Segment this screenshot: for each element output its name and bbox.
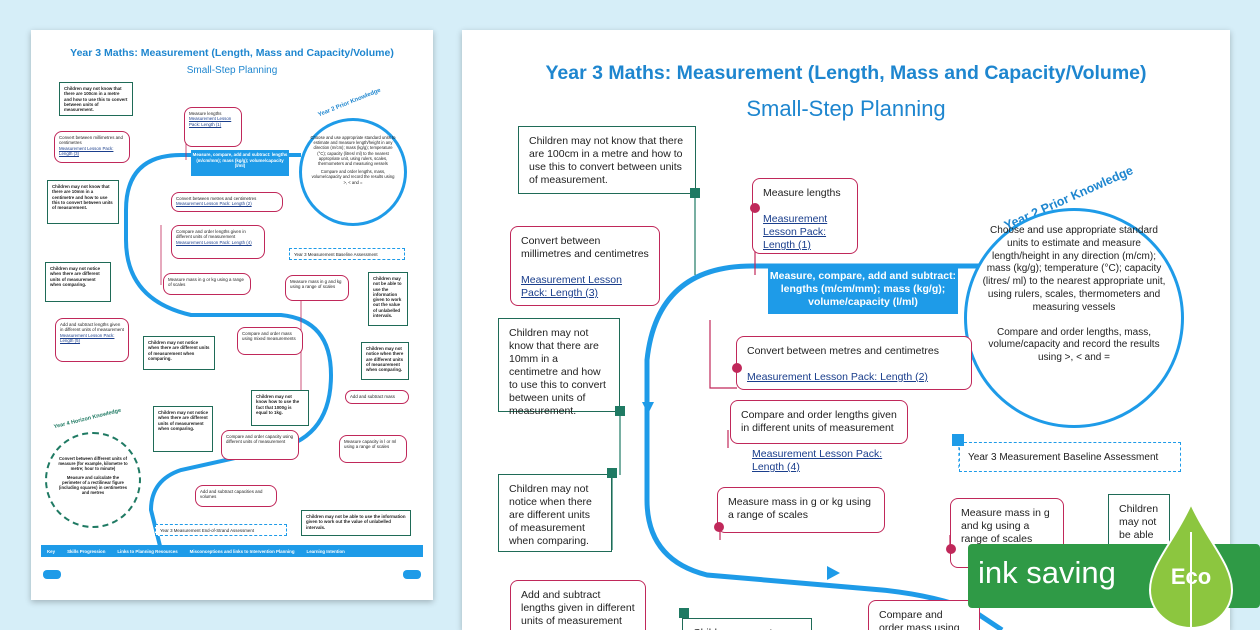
lesson-link-text[interactable]: Measurement Lesson Pack: Length (4) [752,448,883,473]
key-misconceptions: Misconceptions and links to Intervention… [189,548,295,554]
thumb-banner: Measure, compare, add and subtract: leng… [191,150,289,176]
thumb-step-label: Compare and order lengths given in diffe… [176,229,246,240]
step-measure-lengths: Measure lengths Measurement Lesson Pack:… [752,178,858,254]
prior-knowledge-text-2: Compare and order lengths, mass, volume/… [988,326,1160,364]
thumb-misconception-notice: Children may not notice when there are d… [143,336,215,370]
step-convert-m-cm: Convert between metres and centimetres M… [736,336,972,390]
thumb-prior-knowledge-circle: Choose and use appropriate standard unit… [299,118,407,226]
thumb-misconception-intervals: Children may not be able to use the info… [368,272,408,326]
prior-knowledge-circle: Choose and use appropriate standard unit… [964,208,1184,428]
misconception-100cm: Children may not know that there are 100… [518,126,696,194]
thumb-step-measure-lengths: Measure lengths Measurement Lesson Pack:… [184,107,242,147]
assessment-marker [952,434,964,446]
thumb-prior-text: Choose and use appropriate standard unit… [310,135,396,167]
thumb-lesson-link[interactable]: Measurement Lesson Pack: Length (4) [176,239,252,245]
thumb-step-label: Add and subtract lengths given in differ… [60,322,124,333]
thumb-misconception-units-2: Children may not notice when there are d… [361,342,409,380]
step-label: Measure lengths [763,187,841,199]
worksheet-zoomed: Year 3 Maths: Measurement (Length, Mass … [462,30,1230,630]
key-links: Links to Planning Resources [117,548,178,554]
thumb-step-compare-capacity: Compare and order capacity using differe… [221,430,299,460]
thumbnail-title: Year 3 Maths: Measurement (Length, Mass … [70,47,394,59]
step-pin [946,544,956,554]
thumb-step-measure-mass: Measure mass in g or kg using a range of… [163,273,251,295]
misconception-marker [607,468,617,478]
thumb-step-label: Measure lengths [189,111,222,116]
thumb-horizon-text: Convert between different units of measu… [58,456,128,472]
misconception-not-notice: Children may not notice... [682,618,812,630]
misconception-marker [679,608,689,618]
eco-label: Eco [1171,564,1211,589]
thumb-misconception-1000g: Children may not know how to use the fac… [251,390,309,426]
key-label: Key [47,548,56,554]
misconception-marker [615,406,625,416]
thumb-step-measure-mass-g-kg: Measure mass in g and kg using a range o… [285,275,349,301]
lesson-link-length-3[interactable]: Measurement Lesson Pack: Length (3) [521,274,622,299]
thumb-lesson-link[interactable]: Measurement Lesson Pack: Length (3) [59,145,114,156]
thumb-lesson-link[interactable]: Measurement Lesson Pack: Length (2) [176,201,252,207]
step-label: Convert between metres and centimetres [747,345,940,357]
thumbnail-subtitle: Small-Step Planning [186,65,278,76]
worksheet-thumbnail: Year 3 Maths: Measurement (Length, Mass … [31,30,433,600]
eco-leaf-icon: Eco [1148,502,1234,629]
thumb-baseline-assessment[interactable]: Year 3 Measurement Baseline Assessment [289,248,405,260]
step-pin [750,203,760,213]
step-compare-lengths: Compare and order lengths given in diffe… [730,400,908,444]
key-skills: Skills Progression [67,548,106,554]
thumb-lesson-link[interactable]: Measurement Lesson Pack: Length (1) [189,116,232,127]
thumb-misconception-units-3: Children may not notice when there are d… [153,406,213,452]
thumb-misconception-intervals-2: Children may not be able to use the info… [301,510,411,536]
learning-intention-banner: Measure, compare, add and subtract: leng… [768,266,958,314]
prior-knowledge-text: Choose and use appropriate standard unit… [982,225,1166,313]
key-learning: Learning Intention [306,548,345,554]
step-pin [714,522,724,532]
lesson-link-length-1[interactable]: Measurement Lesson Pack: Length (1) [763,213,828,251]
eco-badge-text: ink saving [978,555,1116,590]
thumb-key-bar: Key Skills Progression Links to Planning… [41,545,423,557]
step-add-subtract-lengths: Add and subtract lengths given in differ… [510,580,646,630]
twinkl-logo-icon [43,570,61,579]
thumb-step-measure-capacity: Measure capacity in l or ml using a rang… [339,435,407,463]
misconception-10mm: Children may not know that there are 10m… [498,318,620,417]
misconception-different-units: Children may not notice when there are d… [498,474,612,552]
thumb-prior-text-2: Compare and order lengths, mass, volume/… [311,169,395,185]
thumb-step-label: Convert between millimetres and centimet… [59,135,123,146]
twinkl-logo-icon-right [403,570,421,579]
thumb-step-add-subtract-mass: Add and subtract mass [345,390,409,404]
thumb-misconception-100cm: Children may not know that there are 100… [59,82,133,116]
baseline-assessment[interactable]: Year 3 Measurement Baseline Assessment [959,442,1181,472]
thumb-step-convert-mm-cm: Convert between millimetres and centimet… [54,131,130,163]
thumb-step-add-subtract-capacities: Add and subtract capacities and volumes [195,485,277,507]
thumb-misconception-10mm: Children may not know that there are 10m… [47,180,119,224]
thumb-step-add-subtract-lengths: Add and subtract lengths given in differ… [55,318,129,362]
thumb-step-label: Convert between metres and centimetres [176,196,257,201]
thumb-step-compare-lengths: Compare and order lengths given in diffe… [171,225,265,259]
misconception-marker [690,188,700,198]
step-pin [732,363,742,373]
page-subtitle: Small-Step Planning [746,96,946,121]
step-compare-mass: Compare and order mass using mixed measu… [868,600,980,630]
lesson-link-length-4[interactable]: Measurement Lesson Pack: Length (4) [752,448,892,474]
step-label: Convert between millimetres and centimet… [521,235,649,260]
thumb-horizon-circle: Convert between different units of measu… [45,432,141,528]
thumb-step-compare-mass: Compare and order mass using mixed measu… [237,327,303,355]
thumb-end-assessment[interactable]: Year 3 Measurement End-of-Strand Assessm… [155,524,287,536]
step-convert-mm-cm: Convert between millimetres and centimet… [510,226,660,306]
step-measure-mass: Measure mass in g or kg using a range of… [717,487,885,533]
page-title: Year 3 Maths: Measurement (Length, Mass … [545,62,1147,84]
lesson-link-length-2[interactable]: Measurement Lesson Pack: Length (2) [747,371,928,383]
thumb-horizon-text-2: Measure and calculate the perimeter of a… [58,474,128,496]
thumb-lesson-link[interactable]: Measurement Lesson Pack: Length (5) [60,332,115,343]
thumb-misconception-units: Children may not notice when there are d… [45,262,111,302]
thumb-step-convert-m-cm: Convert between metres and centimetres M… [171,192,283,212]
